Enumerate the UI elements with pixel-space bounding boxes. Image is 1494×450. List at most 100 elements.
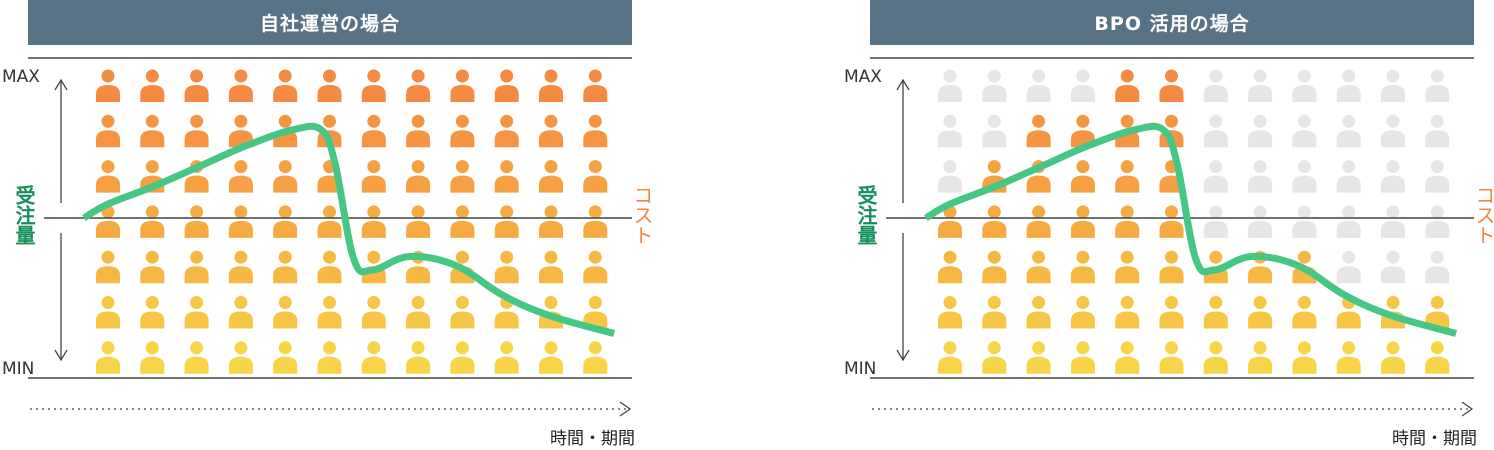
person-icon-inactive — [1381, 160, 1405, 193]
person-icon-active — [450, 160, 475, 193]
person-icon-active — [1070, 160, 1095, 193]
person-icon-active — [406, 69, 431, 102]
person-icon-inactive — [1248, 205, 1273, 238]
person-icon-active — [228, 205, 253, 238]
order-axis-label: 受注量 — [12, 184, 36, 245]
person-icon-active — [1425, 341, 1450, 374]
person-icon-active — [1026, 296, 1051, 329]
person-icon-active — [317, 205, 342, 238]
person-icon-active — [228, 341, 253, 374]
person-icon-inactive — [1292, 114, 1317, 148]
cost-axis-label: コスト — [1472, 185, 1494, 245]
person-icon-active — [406, 114, 431, 148]
person-icon-inactive — [1336, 160, 1361, 193]
person-icon-active — [228, 160, 253, 193]
person-icon-active — [1292, 341, 1317, 374]
person-icon-active — [96, 69, 120, 102]
person-icon-inactive — [938, 160, 962, 193]
person-icon-active — [583, 114, 608, 148]
person-icon-inactive — [1381, 250, 1405, 284]
person-icon-active — [1203, 296, 1228, 329]
person-icon-active — [1070, 205, 1095, 238]
person-icon-active — [273, 69, 298, 102]
person-icon-active — [317, 250, 342, 284]
person-icon-active — [494, 69, 519, 102]
person-icon-active — [96, 250, 120, 284]
x-axis-label: 時間・期間 — [550, 429, 635, 449]
person-icon-active — [361, 205, 386, 238]
person-icon-inactive — [1425, 205, 1450, 238]
person-icon-active — [494, 341, 519, 374]
person-icon-active — [938, 250, 962, 284]
person-icon-active — [494, 160, 519, 193]
person-icon-active — [184, 250, 209, 284]
person-icon-active — [1159, 296, 1184, 329]
panel-in-house: 自社運営の場合 MAX MIN 受注量 コスト 時間・期間 — [2, 0, 654, 450]
arrow-down-icon — [896, 349, 910, 362]
panel-title: BPO 活用の場合 — [870, 0, 1474, 45]
person-icon-active — [406, 205, 431, 238]
person-icon-inactive — [1381, 114, 1405, 148]
person-icon-active — [96, 341, 120, 374]
person-icon-active — [317, 69, 342, 102]
person-icon-active — [1026, 341, 1051, 374]
person-icon-inactive — [1026, 69, 1051, 102]
person-icon-active — [406, 341, 431, 374]
person-icon-active — [494, 205, 519, 238]
figure-grid — [938, 69, 1450, 374]
person-icon-active — [1381, 341, 1405, 374]
y-max-label: MAX — [2, 67, 40, 87]
person-icon-inactive — [982, 69, 1007, 102]
person-icon-active — [1115, 296, 1140, 329]
order-volume-line — [924, 122, 1458, 337]
person-icon-active — [583, 341, 608, 374]
order-axis-label: 受注量 — [854, 184, 878, 245]
person-icon-active — [273, 205, 298, 238]
person-icon-active — [140, 69, 165, 102]
person-icon-active — [982, 205, 1007, 238]
person-icon-active — [406, 296, 431, 329]
person-icon-active — [1115, 341, 1140, 374]
person-icon-active — [361, 160, 386, 193]
person-icon-inactive — [1203, 114, 1228, 148]
person-icon-active — [938, 296, 962, 329]
person-icon-active — [1115, 69, 1140, 102]
person-icon-inactive — [938, 69, 962, 102]
person-icon-inactive — [1336, 114, 1361, 148]
person-icon-active — [228, 250, 253, 284]
person-icon-inactive — [1336, 69, 1361, 102]
person-icon-active — [1026, 205, 1051, 238]
person-icon-active — [583, 69, 608, 102]
person-icon-active — [184, 69, 209, 102]
person-icon-active — [1070, 341, 1095, 374]
person-icon-inactive — [938, 114, 962, 148]
person-icon-active — [494, 250, 519, 284]
person-icon-active — [1115, 160, 1140, 193]
order-volume-line — [82, 122, 616, 337]
person-icon-inactive — [1425, 160, 1450, 193]
arrow-up-icon — [54, 78, 68, 91]
person-icon-inactive — [1336, 250, 1361, 284]
person-icon-active — [539, 69, 563, 102]
person-icon-active — [982, 296, 1007, 329]
y-min-label: MIN — [844, 359, 876, 379]
y-min-label: MIN — [2, 359, 34, 379]
person-icon-active — [494, 114, 519, 148]
person-icon-active — [273, 296, 298, 329]
arrow-right-icon — [1461, 401, 1474, 417]
person-icon-active — [317, 341, 342, 374]
person-icon-inactive — [1292, 160, 1317, 193]
person-icon-active — [273, 341, 298, 374]
person-icon-active — [140, 250, 165, 284]
person-icon-active — [1115, 250, 1140, 284]
person-icon-active — [1115, 205, 1140, 238]
person-icon-active — [450, 69, 475, 102]
person-icon-inactive — [1203, 205, 1228, 238]
person-icon-inactive — [1425, 250, 1450, 284]
person-icon-active — [96, 114, 120, 148]
person-icon-active — [184, 296, 209, 329]
person-icon-inactive — [1203, 69, 1228, 102]
y-max-label: MAX — [844, 67, 882, 87]
person-icon-active — [140, 296, 165, 329]
person-icon-active — [1070, 296, 1095, 329]
